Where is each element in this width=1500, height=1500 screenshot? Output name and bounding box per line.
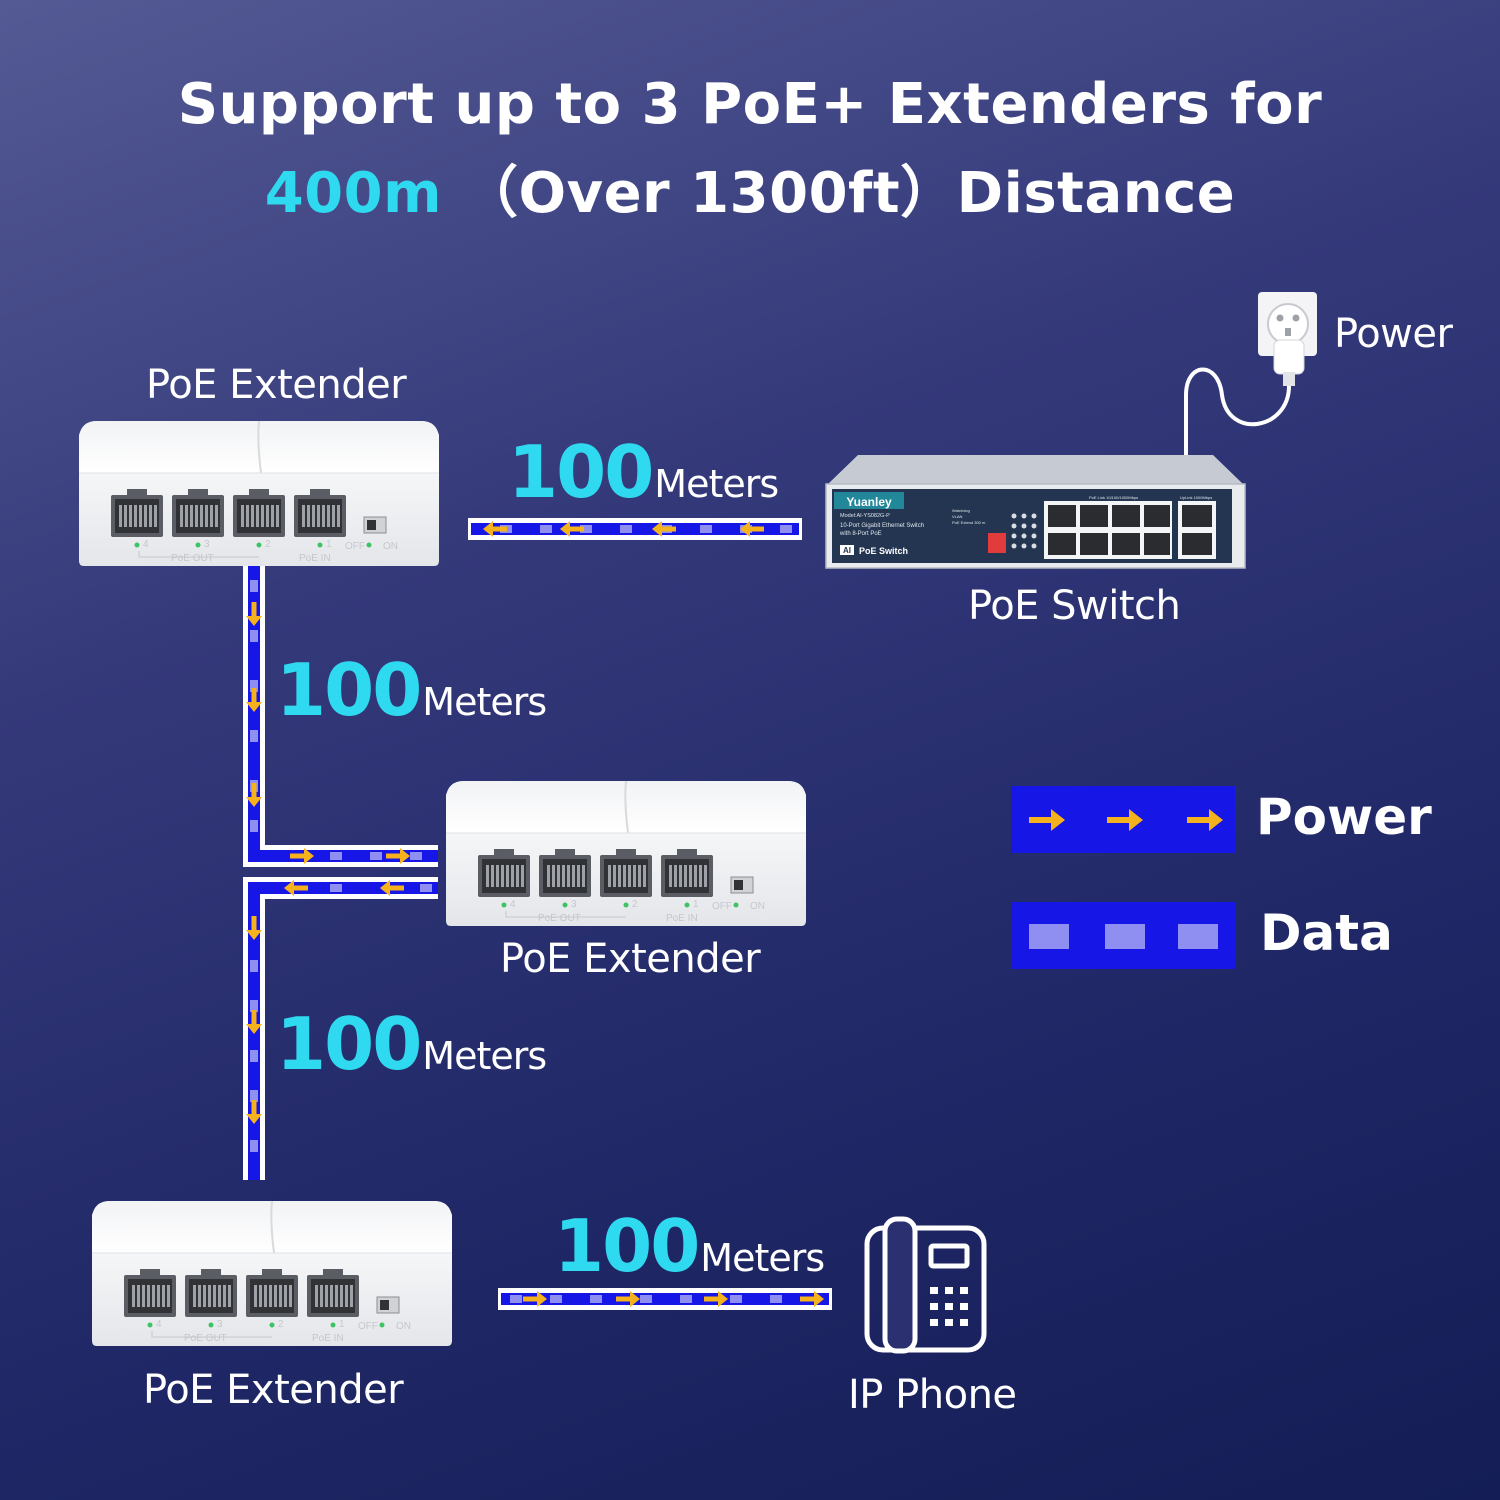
port-number: 2	[632, 899, 638, 910]
switch-poe-ports-label: PoE Link 10/100/1000Mbps	[1089, 495, 1138, 500]
headline-line-1: Support up to 3 PoE+ Extenders for	[177, 72, 1323, 137]
switch-ai-badge: AI	[843, 546, 851, 555]
switch-uplink-label: UpLink 1000Mbps	[1180, 495, 1212, 500]
port-number: 2	[265, 539, 271, 550]
poe-switch-device: Yuanley Model:AI-YS082G-P 10-Port Gigabi…	[825, 455, 1246, 569]
ip-phone-keypad-icon	[930, 1287, 968, 1326]
extender-poe-out-label: PoE OUT	[171, 553, 214, 564]
distance-upper-vertical: 100Meters	[276, 648, 547, 732]
ip-phone-icon	[864, 1216, 987, 1354]
extender-switch-off-label: OFF	[345, 541, 365, 552]
port-number: 3	[217, 1319, 223, 1330]
switch-extend: PoE Extend 300 m	[952, 520, 986, 525]
cable-top-switch-to-extender	[468, 518, 802, 540]
cable-vertical-top	[243, 566, 438, 867]
extender-switch-off-label: OFF	[358, 1321, 378, 1332]
legend-power-label: Power	[1256, 788, 1432, 846]
extender-poe-in-label: PoE IN	[666, 913, 698, 924]
power-arrow-icon	[1107, 809, 1143, 831]
port-number: 2	[278, 1319, 284, 1330]
extender-poe-in-label: PoE IN	[312, 1333, 344, 1344]
extender-switch-off-label: OFF	[712, 901, 732, 912]
switch-brand: Yuanley	[846, 495, 892, 509]
port-number: 3	[204, 539, 210, 550]
port-number: 1	[326, 539, 332, 550]
port-number: 1	[339, 1319, 345, 1330]
distance-top: 100Meters	[508, 430, 779, 514]
distance-bottom: 100Meters	[554, 1204, 825, 1288]
headline-line-2: 400m （Over 1300ft）Distance	[0, 148, 1500, 229]
power-arrow-icon	[1029, 809, 1065, 831]
switch-watchdog: Watchdog	[952, 508, 970, 513]
port-number: 1	[693, 899, 699, 910]
label-extender-middle: PoE Extender	[500, 936, 761, 982]
switch-poe-text: PoE Switch	[859, 546, 908, 556]
extender-switch-on-label: ON	[396, 1321, 411, 1332]
data-square-icon	[1029, 924, 1069, 949]
legend-data-swatch	[1011, 902, 1235, 969]
port-number: 3	[571, 899, 577, 910]
extender-poe-out-label: PoE OUT	[538, 913, 581, 924]
port-number: 4	[510, 899, 516, 910]
label-extender-bottom: PoE Extender	[143, 1367, 404, 1413]
cable-vertical-bottom	[243, 877, 438, 1180]
power-outlet-icon	[1184, 292, 1317, 456]
distance-rest: （Over 1300ft）Distance	[461, 161, 1236, 226]
cable-bottom-to-phone	[498, 1288, 832, 1310]
legend-data-label: Data	[1260, 904, 1393, 962]
label-poe-switch: PoE Switch	[968, 583, 1181, 629]
extender-poe-in-label: PoE IN	[299, 553, 331, 564]
data-square-icon	[1105, 924, 1145, 949]
switch-desc-1: 10-Port Gigabit Ethernet Switch	[840, 523, 924, 529]
distance-highlight: 400m	[264, 161, 442, 226]
extender-switch-on-label: ON	[750, 901, 765, 912]
extender-poe-out-label: PoE OUT	[184, 1333, 227, 1344]
label-ip-phone: IP Phone	[848, 1372, 1017, 1418]
port-number: 4	[156, 1319, 162, 1330]
label-power-outlet: Power	[1334, 311, 1453, 357]
power-arrow-icon	[1187, 809, 1223, 831]
port-number: 4	[143, 539, 149, 550]
extender-switch-on-label: ON	[383, 541, 398, 552]
legend-power-swatch	[1011, 786, 1235, 853]
distance-lower-vertical: 100Meters	[276, 1002, 547, 1086]
switch-vlan: VLAN	[952, 514, 963, 519]
switch-desc-2: with 8-Port PoE	[839, 531, 882, 537]
label-extender-top: PoE Extender	[146, 362, 407, 408]
switch-model: Model:AI-YS082G-P	[840, 513, 890, 519]
data-square-icon	[1178, 924, 1218, 949]
